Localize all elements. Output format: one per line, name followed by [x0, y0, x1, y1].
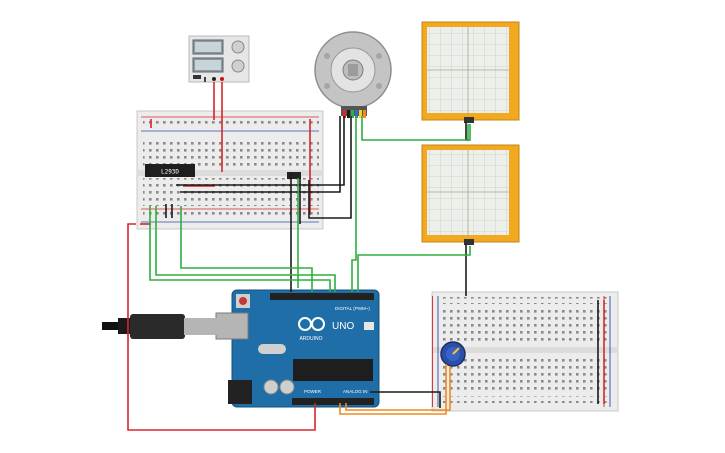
- usb-port[interactable]: [215, 312, 249, 340]
- chip-label: L293D: [161, 169, 179, 176]
- wires: [127, 77, 605, 431]
- arduino-logo-icon: [298, 317, 325, 331]
- atmega-chip: [293, 359, 373, 381]
- power-supply[interactable]: [188, 35, 250, 83]
- power-label: POWER: [304, 389, 322, 394]
- board-model: UNO: [332, 321, 354, 332]
- slide-switch[interactable]: [287, 172, 301, 179]
- oscilloscope-1[interactable]: [421, 21, 520, 123]
- usb-cable[interactable]: [102, 314, 218, 339]
- breadboard-top[interactable]: L293D: [136, 110, 324, 230]
- dc-motor-encoder[interactable]: [314, 31, 392, 118]
- analog-label: ANALOG IN: [343, 389, 368, 394]
- arduino-uno[interactable]: ARDUINO UNO DIGITAL (PWM~) POWER ANALOG …: [215, 289, 380, 408]
- oscilloscope-2[interactable]: [421, 144, 520, 245]
- digital-label: DIGITAL (PWM~): [335, 306, 370, 311]
- arduino-logo-text: ARDUINO: [299, 336, 322, 342]
- potentiometer[interactable]: [440, 341, 466, 367]
- dc-jack[interactable]: [228, 380, 252, 404]
- l293d-chip[interactable]: [145, 164, 195, 177]
